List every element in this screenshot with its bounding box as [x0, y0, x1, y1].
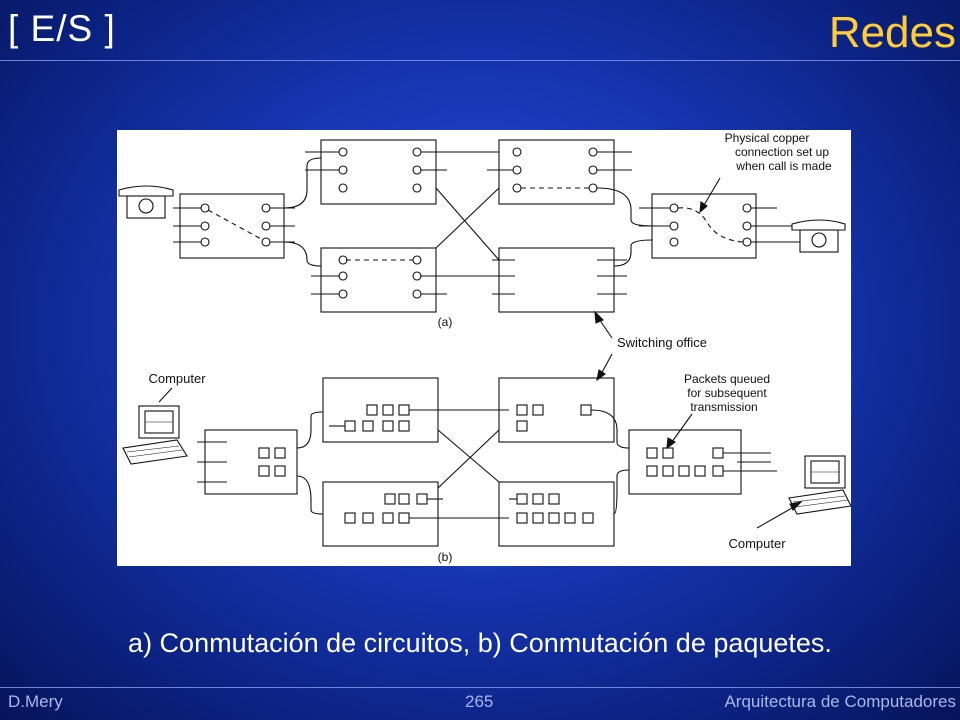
- router-box: [498, 377, 615, 443]
- footer-divider: [0, 687, 960, 688]
- router-box: [628, 429, 742, 495]
- slide-title: Redes: [828, 8, 956, 57]
- packets-note-line-3: transmission: [690, 400, 757, 414]
- copper-note-line-1: Physical copper: [725, 131, 810, 145]
- switch-box: [320, 247, 437, 313]
- computer-bottom-label: Computer: [728, 536, 786, 551]
- footer-course: Arquitectura de Computadores: [724, 692, 956, 711]
- router-box: [322, 481, 439, 547]
- switching-office-label: Switching office: [617, 335, 707, 350]
- computer-right-icon: [788, 455, 851, 515]
- label-a: (a): [438, 315, 453, 329]
- footer-author: D.Mery: [8, 692, 63, 711]
- telephone-right-icon: [791, 219, 846, 253]
- label-b: (b): [438, 550, 453, 564]
- packets-note-line-1: Packets queued: [684, 372, 770, 386]
- computer-top-label: Computer: [148, 371, 206, 386]
- computer-left-icon: [122, 405, 188, 465]
- copper-note-line-3: when call is made: [735, 159, 832, 173]
- figure-caption: a) Conmutación de circuitos, b) Conmutac…: [128, 628, 832, 658]
- switching-diagram: Physical copper connection set up when c…: [117, 130, 851, 566]
- switch-box: [498, 247, 615, 313]
- switch-box: [498, 139, 615, 205]
- footer-page-number: 265: [465, 692, 494, 711]
- telephone-left-icon: [118, 185, 174, 219]
- packets-note-line-2: for subsequent: [687, 386, 767, 400]
- switch-box: [320, 139, 437, 205]
- section-tag: [ E/S ]: [8, 8, 116, 49]
- header-divider: [0, 60, 960, 61]
- copper-note-line-2: connection set up: [735, 145, 829, 159]
